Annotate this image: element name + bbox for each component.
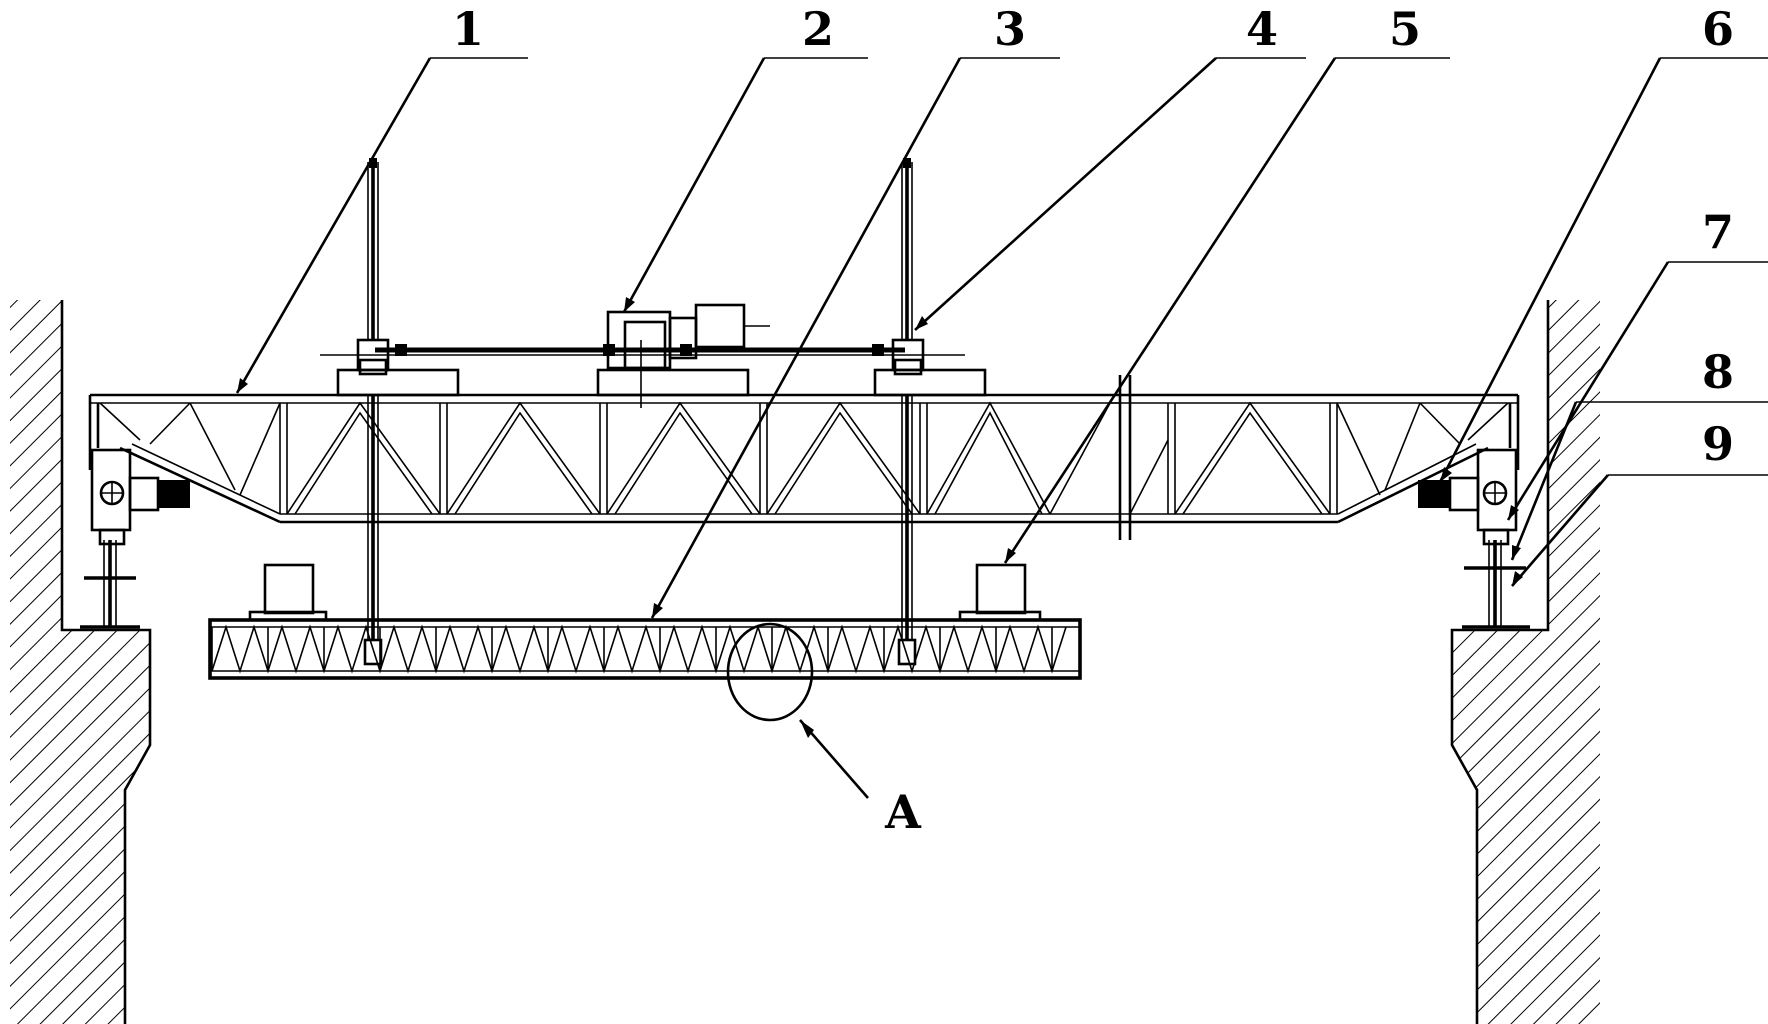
- leader-lines: [235, 57, 1768, 619]
- left-end-truck: [90, 448, 190, 546]
- callout-9: 9: [1702, 417, 1734, 471]
- left-wall: [10, 300, 152, 1024]
- callout-2: 2: [802, 2, 834, 56]
- hoist-screws: [363, 158, 917, 666]
- callout-7: 7: [1702, 205, 1734, 259]
- callout-labels: 1 2 3 4 5 6 7 8 9 A: [452, 2, 1734, 839]
- counterweights: [248, 563, 1042, 622]
- callout-4: 4: [1246, 2, 1278, 56]
- main-truss: [88, 375, 1520, 540]
- callout-6: 6: [1702, 2, 1734, 56]
- callout-1: 1: [452, 2, 484, 56]
- callout-8: 8: [1702, 345, 1734, 399]
- hoist-trolley: [320, 303, 987, 408]
- right-wall: [1450, 300, 1600, 1024]
- right-rail-support: [1452, 540, 1548, 631]
- left-rail-support: [62, 540, 150, 631]
- detail-a-circle: [726, 622, 869, 799]
- lifting-truss: [208, 618, 1082, 680]
- detail-label-a: A: [884, 785, 922, 839]
- callout-5: 5: [1389, 2, 1421, 56]
- truss-web: [211, 624, 1067, 674]
- right-end-truck: [1418, 448, 1518, 546]
- callout-3: 3: [994, 2, 1026, 56]
